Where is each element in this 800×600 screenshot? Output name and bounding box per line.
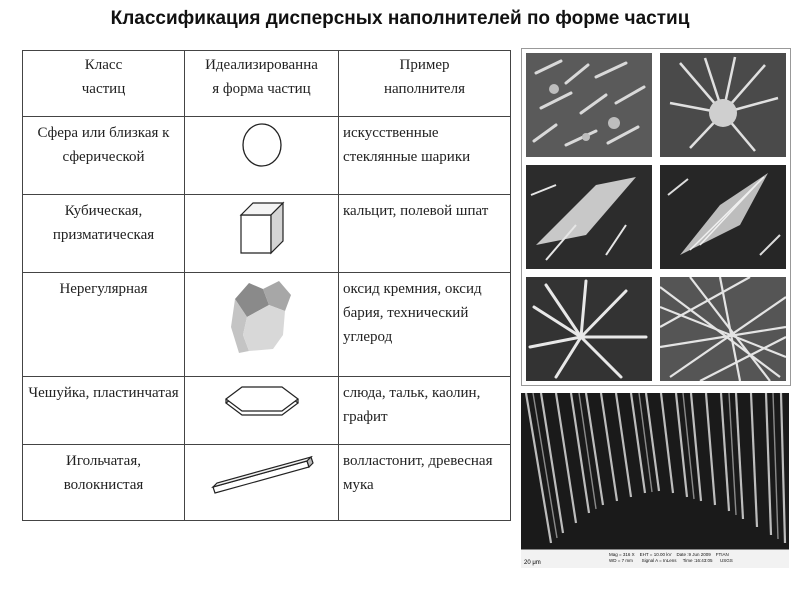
slide-title: Классификация дисперсных наполнителей по… bbox=[110, 8, 690, 29]
table-row: Сфера или близкая к сферической искусств… bbox=[22, 116, 511, 195]
table-row: Игольчатая, волокнистая волластонит, дре… bbox=[22, 444, 511, 521]
flake-icon bbox=[184, 376, 339, 445]
table-row: Чешуйка, пластинчатая слюда, тальк, каол… bbox=[22, 376, 511, 445]
row-class: Сфера или близкая к сферической bbox=[22, 116, 185, 195]
micrograph-image bbox=[526, 165, 652, 269]
header-ideal-shape: Идеализированна я форма частиц bbox=[184, 50, 339, 117]
header-filler-example: Пример наполнителя bbox=[338, 50, 511, 117]
row-class: Кубическая, призматическая bbox=[22, 194, 185, 273]
cube-icon bbox=[184, 194, 339, 273]
needle-icon bbox=[184, 444, 339, 521]
sem-scale-label: 20 μm bbox=[524, 560, 541, 566]
sem-parameters: Mag = 316 X EHT = 10.00 kV Date :9 Jun 2… bbox=[609, 552, 733, 563]
micrograph-image bbox=[526, 53, 652, 157]
row-class: Нерегулярная bbox=[22, 272, 185, 377]
micrograph-image bbox=[660, 277, 786, 381]
circle-icon bbox=[184, 116, 339, 195]
sem-info-bar: 20 μm Mag = 316 X EHT = 10.00 kV Date :9… bbox=[521, 549, 789, 568]
row-example: слюда, тальк, каолин, графит bbox=[338, 376, 511, 445]
table-row: Нерегулярная оксид кремния, оксид бария,… bbox=[22, 272, 511, 377]
header-particle-class: Класс частиц bbox=[22, 50, 185, 117]
row-example: искусственные стеклянные шарики bbox=[338, 116, 511, 195]
row-class: Чешуйка, пластинчатая bbox=[22, 376, 185, 445]
row-example: оксид кремния, оксид бария, технический … bbox=[338, 272, 511, 377]
table-row: Кубическая, призматическая кальцит, поле… bbox=[22, 194, 511, 273]
micrograph-image bbox=[526, 277, 652, 381]
row-example: кальцит, полевой шпат bbox=[338, 194, 511, 273]
row-class: Игольчатая, волокнистая bbox=[22, 444, 185, 521]
micrograph-grid bbox=[521, 48, 791, 386]
sem-fiber-image: 20 μm Mag = 316 X EHT = 10.00 kV Date :9… bbox=[521, 393, 789, 568]
irregular-particle-icon bbox=[184, 272, 339, 377]
row-example: волластонит, древесная мука bbox=[338, 444, 511, 521]
classification-table: Класс частиц Идеализированна я форма час… bbox=[22, 50, 511, 521]
micrograph-image bbox=[660, 165, 786, 269]
micrograph-image bbox=[660, 53, 786, 157]
table-header-row: Класс частиц Идеализированна я форма час… bbox=[22, 50, 511, 117]
